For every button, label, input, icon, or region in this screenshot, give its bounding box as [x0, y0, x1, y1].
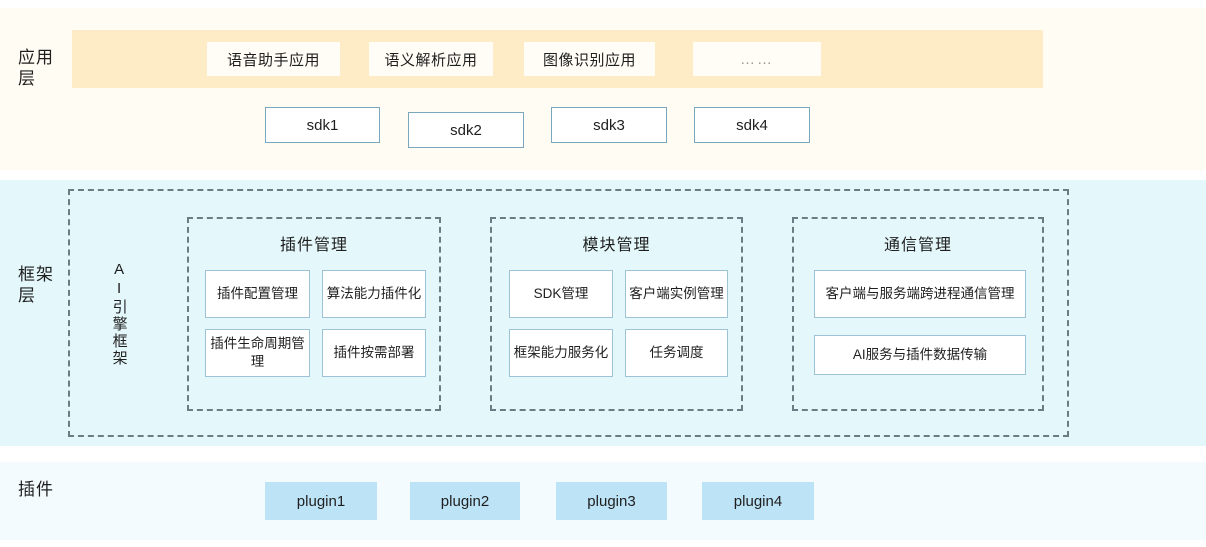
cell-plugin-lifecycle-management[interactable]: 插件生命周期管理 [205, 329, 310, 377]
cell-ai-service-plugin-data-transfer[interactable]: AI服务与插件数据传输 [814, 335, 1026, 375]
plugin1-box[interactable]: plugin1 [265, 482, 377, 520]
plugin2-box[interactable]: plugin2 [410, 482, 520, 520]
group-title-module-management: 模块管理 [582, 237, 651, 254]
app-box-more[interactable]: …… [693, 42, 821, 76]
plugin-layer: 插件 plugin1 plugin2 plugin3 plugin4 [0, 462, 1206, 540]
cell-plugin-on-demand-deployment[interactable]: 插件按需部署 [322, 329, 426, 377]
sdk3-box[interactable]: sdk3 [551, 107, 667, 143]
framework-container: AI引擎框架 插件管理 插件配置管理 算法能力插件化 插件生命周期管理 插件按需… [68, 189, 1069, 437]
cell-task-scheduling[interactable]: 任务调度 [625, 329, 728, 377]
group-module-management: 模块管理 SDK管理 客户端实例管理 框架能力服务化 任务调度 [490, 217, 743, 411]
plugin4-box[interactable]: plugin4 [702, 482, 814, 520]
cell-framework-capability-servitization[interactable]: 框架能力服务化 [509, 329, 613, 377]
cell-client-instance-management[interactable]: 客户端实例管理 [625, 270, 728, 318]
group-title-plugin-management: 插件管理 [279, 237, 348, 254]
cell-client-server-ipc-management[interactable]: 客户端与服务端跨进程通信管理 [814, 270, 1026, 318]
plugin-layer-label: 插件 [18, 480, 54, 499]
application-layer: 应用层 语音助手应用 语义解析应用 图像识别应用 …… sdk1 sdk2 sd… [0, 8, 1206, 170]
sdk4-box[interactable]: sdk4 [694, 107, 810, 143]
sdk2-box[interactable]: sdk2 [408, 112, 524, 148]
group-title-communication-management: 通信管理 [883, 237, 952, 254]
cell-algorithm-pluginization[interactable]: 算法能力插件化 [322, 270, 426, 318]
plugin3-box[interactable]: plugin3 [556, 482, 667, 520]
group-plugin-management: 插件管理 插件配置管理 算法能力插件化 插件生命周期管理 插件按需部署 [187, 217, 441, 411]
app-box-image-recognition[interactable]: 图像识别应用 [524, 42, 655, 76]
framework-layer: 框架层 AI引擎框架 插件管理 插件配置管理 算法能力插件化 插件生命周期管理 … [0, 180, 1206, 446]
sdk1-box[interactable]: sdk1 [265, 107, 380, 143]
application-band: 语音助手应用 语义解析应用 图像识别应用 …… [72, 30, 1043, 88]
cell-sdk-management[interactable]: SDK管理 [509, 270, 613, 318]
app-box-voice-assistant[interactable]: 语音助手应用 [207, 42, 340, 76]
cell-plugin-config-management[interactable]: 插件配置管理 [205, 270, 310, 318]
group-communication-management: 通信管理 客户端与服务端跨进程通信管理 AI服务与插件数据传输 [792, 217, 1044, 411]
framework-layer-label: 框架层 [18, 265, 54, 305]
application-layer-label: 应用层 [18, 48, 54, 88]
ai-engine-framework-box[interactable]: AI引擎框架 [110, 261, 128, 367]
app-box-semantic-parsing[interactable]: 语义解析应用 [369, 42, 493, 76]
